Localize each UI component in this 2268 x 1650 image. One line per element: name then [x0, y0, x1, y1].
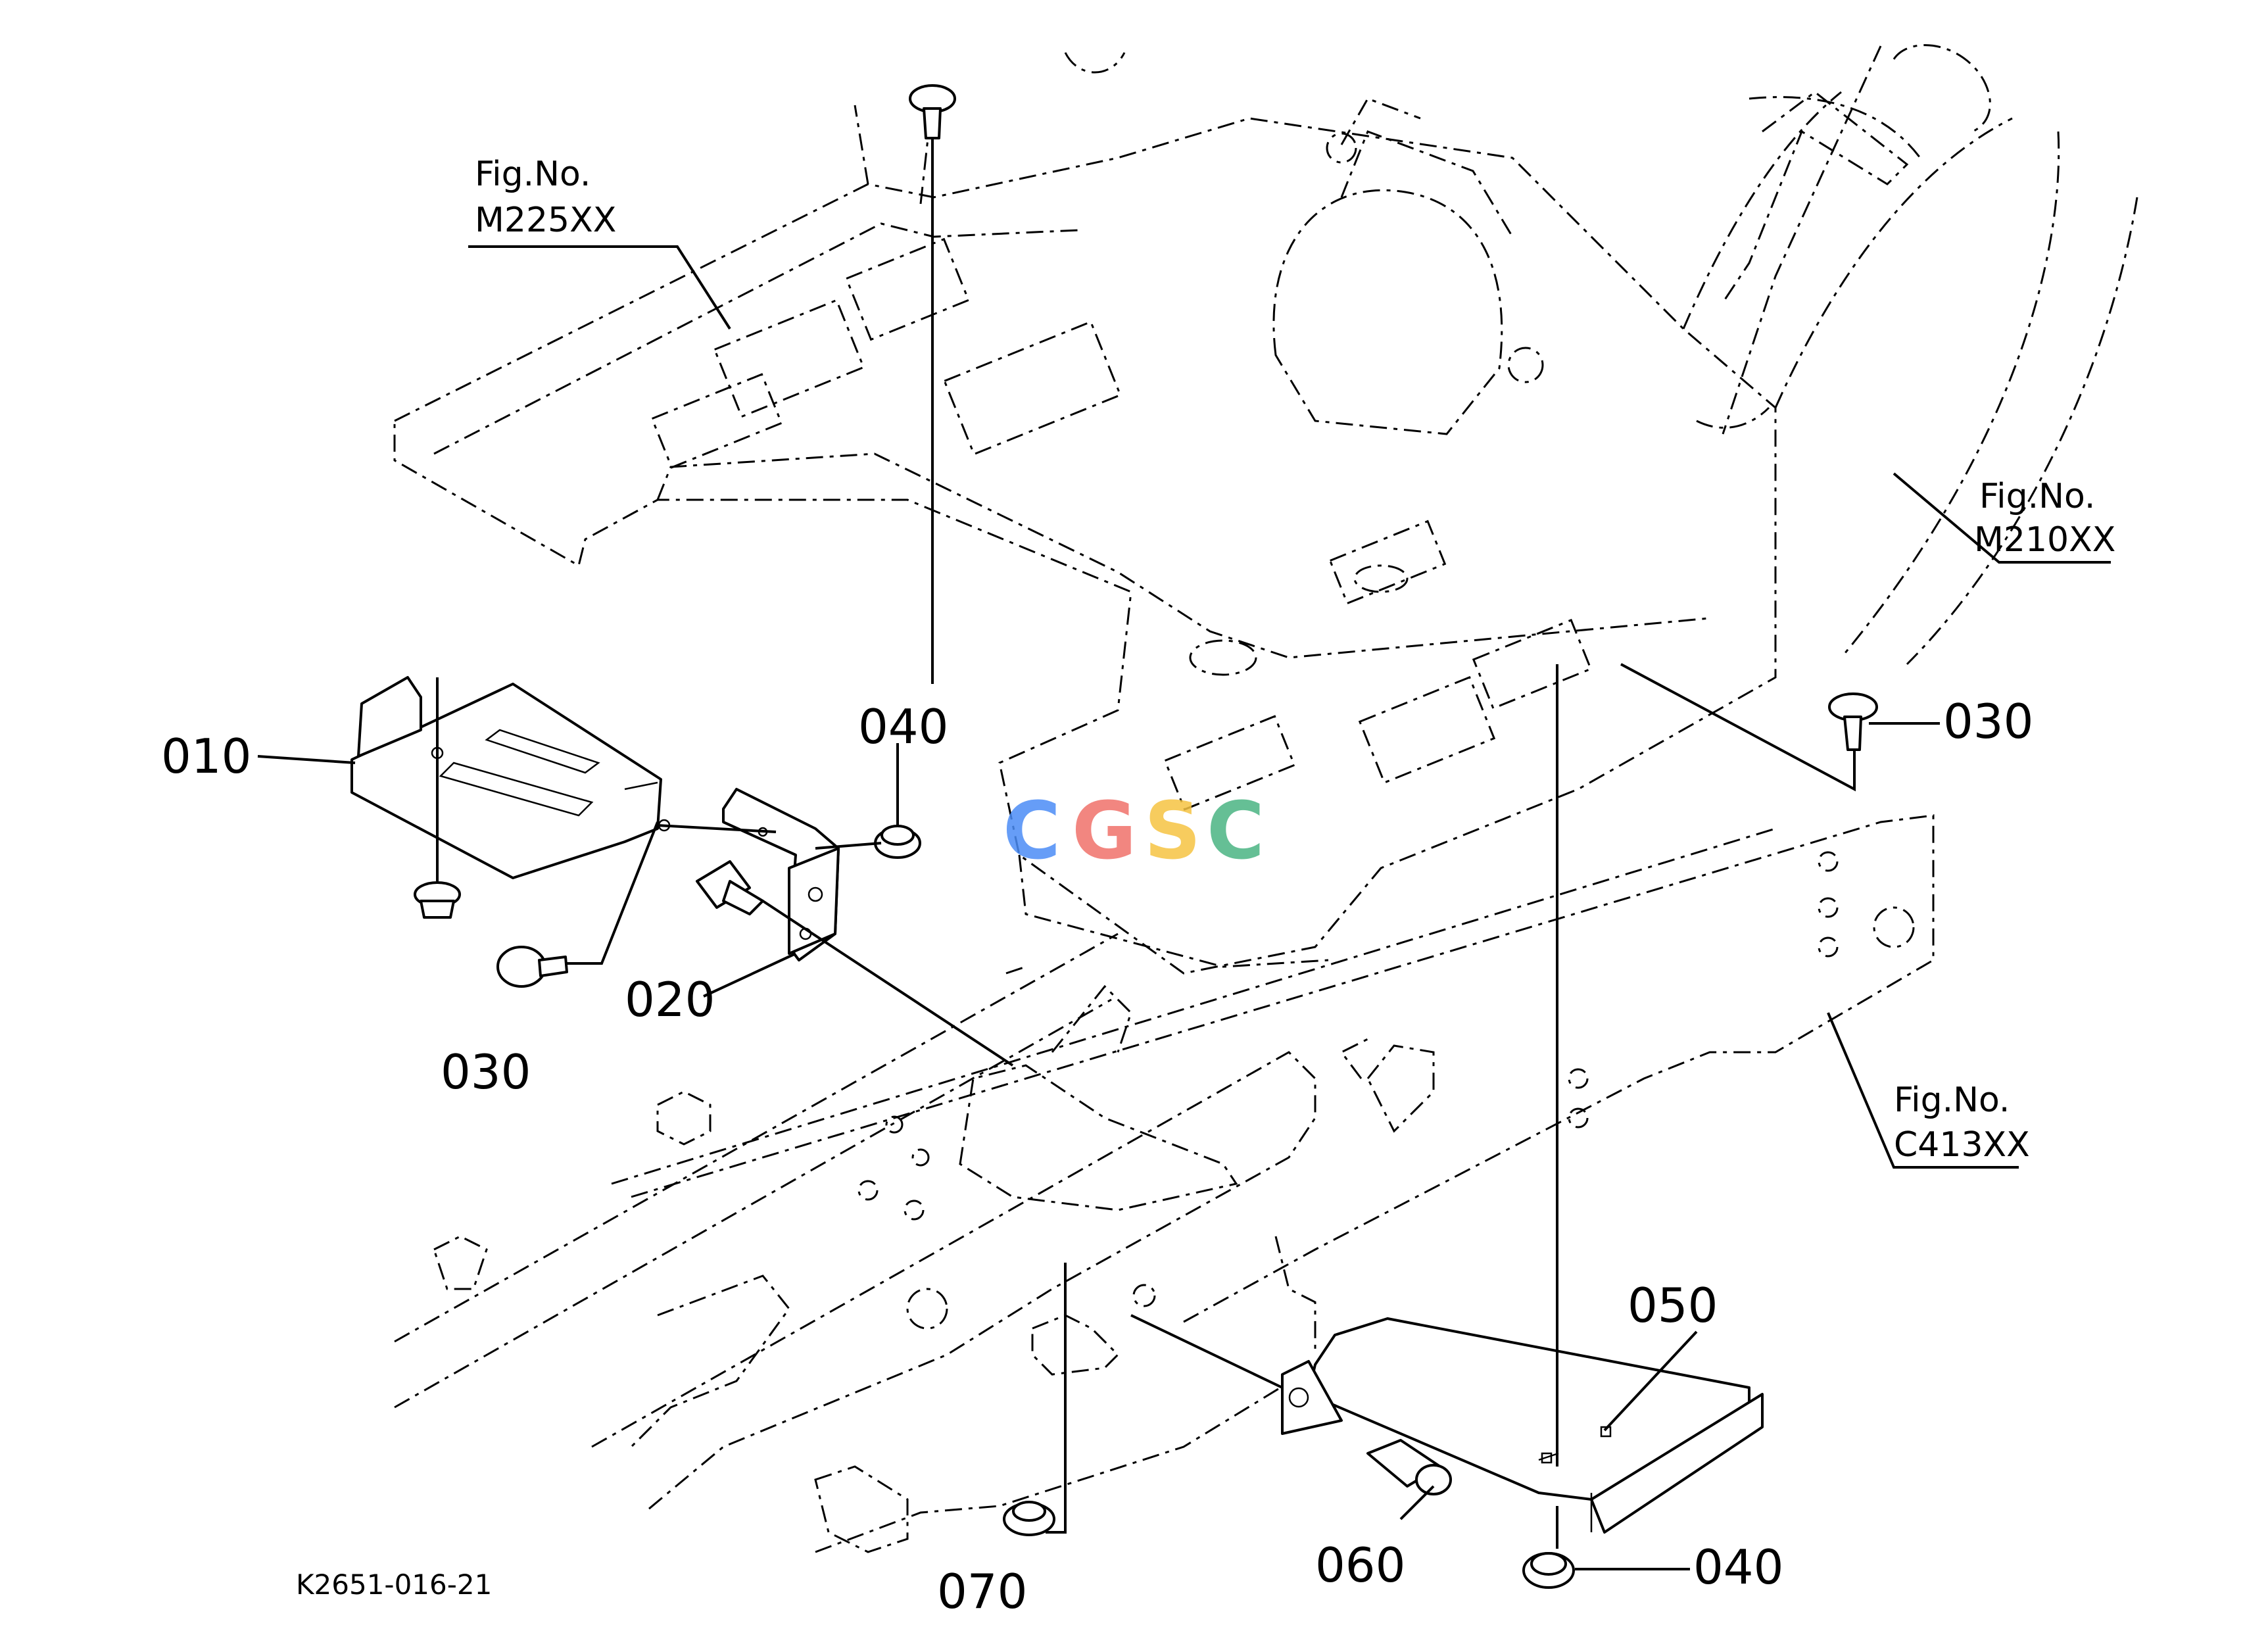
label-part-040-bottom: 040 — [1693, 1540, 1783, 1595]
label-part-030-right: 030 — [1943, 694, 2033, 749]
part-070-nut — [1003, 1501, 1055, 1536]
part-030-bolt-right — [1828, 692, 1878, 751]
part-030-bolt-left — [496, 946, 568, 988]
floor-plate-assembly — [393, 44, 2138, 975]
label-part-060: 060 — [1315, 1538, 1405, 1593]
chassis-frame-assembly — [394, 814, 1935, 1553]
watermark-letter-c2: C — [1207, 786, 1265, 877]
fig-ref-c413xx-line1: Fig.No. — [1894, 1080, 2010, 1120]
label-part-070: 070 — [937, 1564, 1027, 1619]
fig-ref-c413xx-line2: C413XX — [1894, 1125, 2030, 1165]
label-part-040-top: 040 — [858, 699, 948, 754]
label-part-020: 020 — [625, 972, 715, 1027]
cgsc-watermark-logo: C G S C — [1003, 786, 1265, 877]
fig-ref-c413xx: Fig.No. C413XX — [1894, 1080, 2030, 1165]
callout-leaders — [257, 245, 2111, 1570]
part-060-bolt — [1366, 1439, 1452, 1495]
part-020-bolt — [696, 860, 764, 915]
part-040-grommet-top — [874, 825, 921, 859]
fig-ref-m210xx-line1: Fig.No. — [1979, 477, 2095, 516]
fig-ref-m210xx-line2: M210XX — [1974, 520, 2115, 560]
part-050-step-bracket — [1281, 1317, 1764, 1534]
fig-ref-m210xx: Fig.No. M210XX — [1974, 477, 2115, 560]
part-010-bracket — [350, 676, 671, 879]
fig-ref-m225xx-line2: M225XX — [475, 201, 616, 240]
part-030-bolt-top — [909, 84, 956, 139]
part-040-grommet-bottom — [1522, 1552, 1575, 1589]
fig-ref-m225xx: Fig.No. M225XX — [475, 155, 616, 240]
label-part-030-left: 030 — [441, 1044, 531, 1100]
label-part-010: 010 — [161, 729, 251, 784]
fig-ref-m225xx-line1: Fig.No. — [475, 155, 591, 194]
drawing-code: K2651-016-21 — [296, 1568, 492, 1601]
watermark-letter-s: S — [1144, 786, 1201, 877]
watermark-letter-g: G — [1072, 786, 1137, 877]
label-part-050: 050 — [1628, 1278, 1718, 1333]
watermark-letter-c1: C — [1003, 786, 1061, 877]
part-040-grommet-left — [414, 881, 461, 919]
part-020-bracket — [722, 788, 840, 961]
assembly-lines — [436, 138, 1856, 1549]
